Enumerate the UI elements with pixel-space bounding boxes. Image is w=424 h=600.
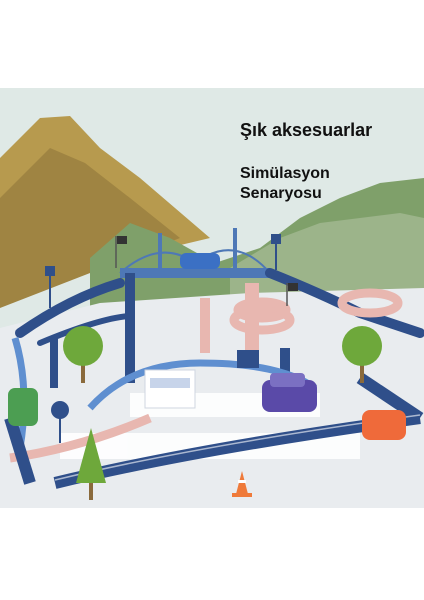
sign-icon <box>237 350 259 368</box>
tree-icon <box>63 326 382 500</box>
subline-line-1: Simülasyon <box>240 165 330 182</box>
subline-line-2: Senaryosu <box>240 185 322 202</box>
traffic-cone-icon <box>232 471 252 497</box>
toy-track-scene <box>0 88 424 508</box>
bridge-icon <box>119 228 271 278</box>
car-icon <box>180 253 220 269</box>
scene-illustration <box>0 88 424 508</box>
station-building <box>144 350 259 409</box>
flag-icon <box>45 234 298 443</box>
spiral-ramp <box>229 297 295 335</box>
headline-caption: Şık aksesuarlar <box>240 120 373 140</box>
subline-caption: Simülasyon Senaryosu <box>240 164 330 204</box>
car-icon <box>8 373 406 440</box>
